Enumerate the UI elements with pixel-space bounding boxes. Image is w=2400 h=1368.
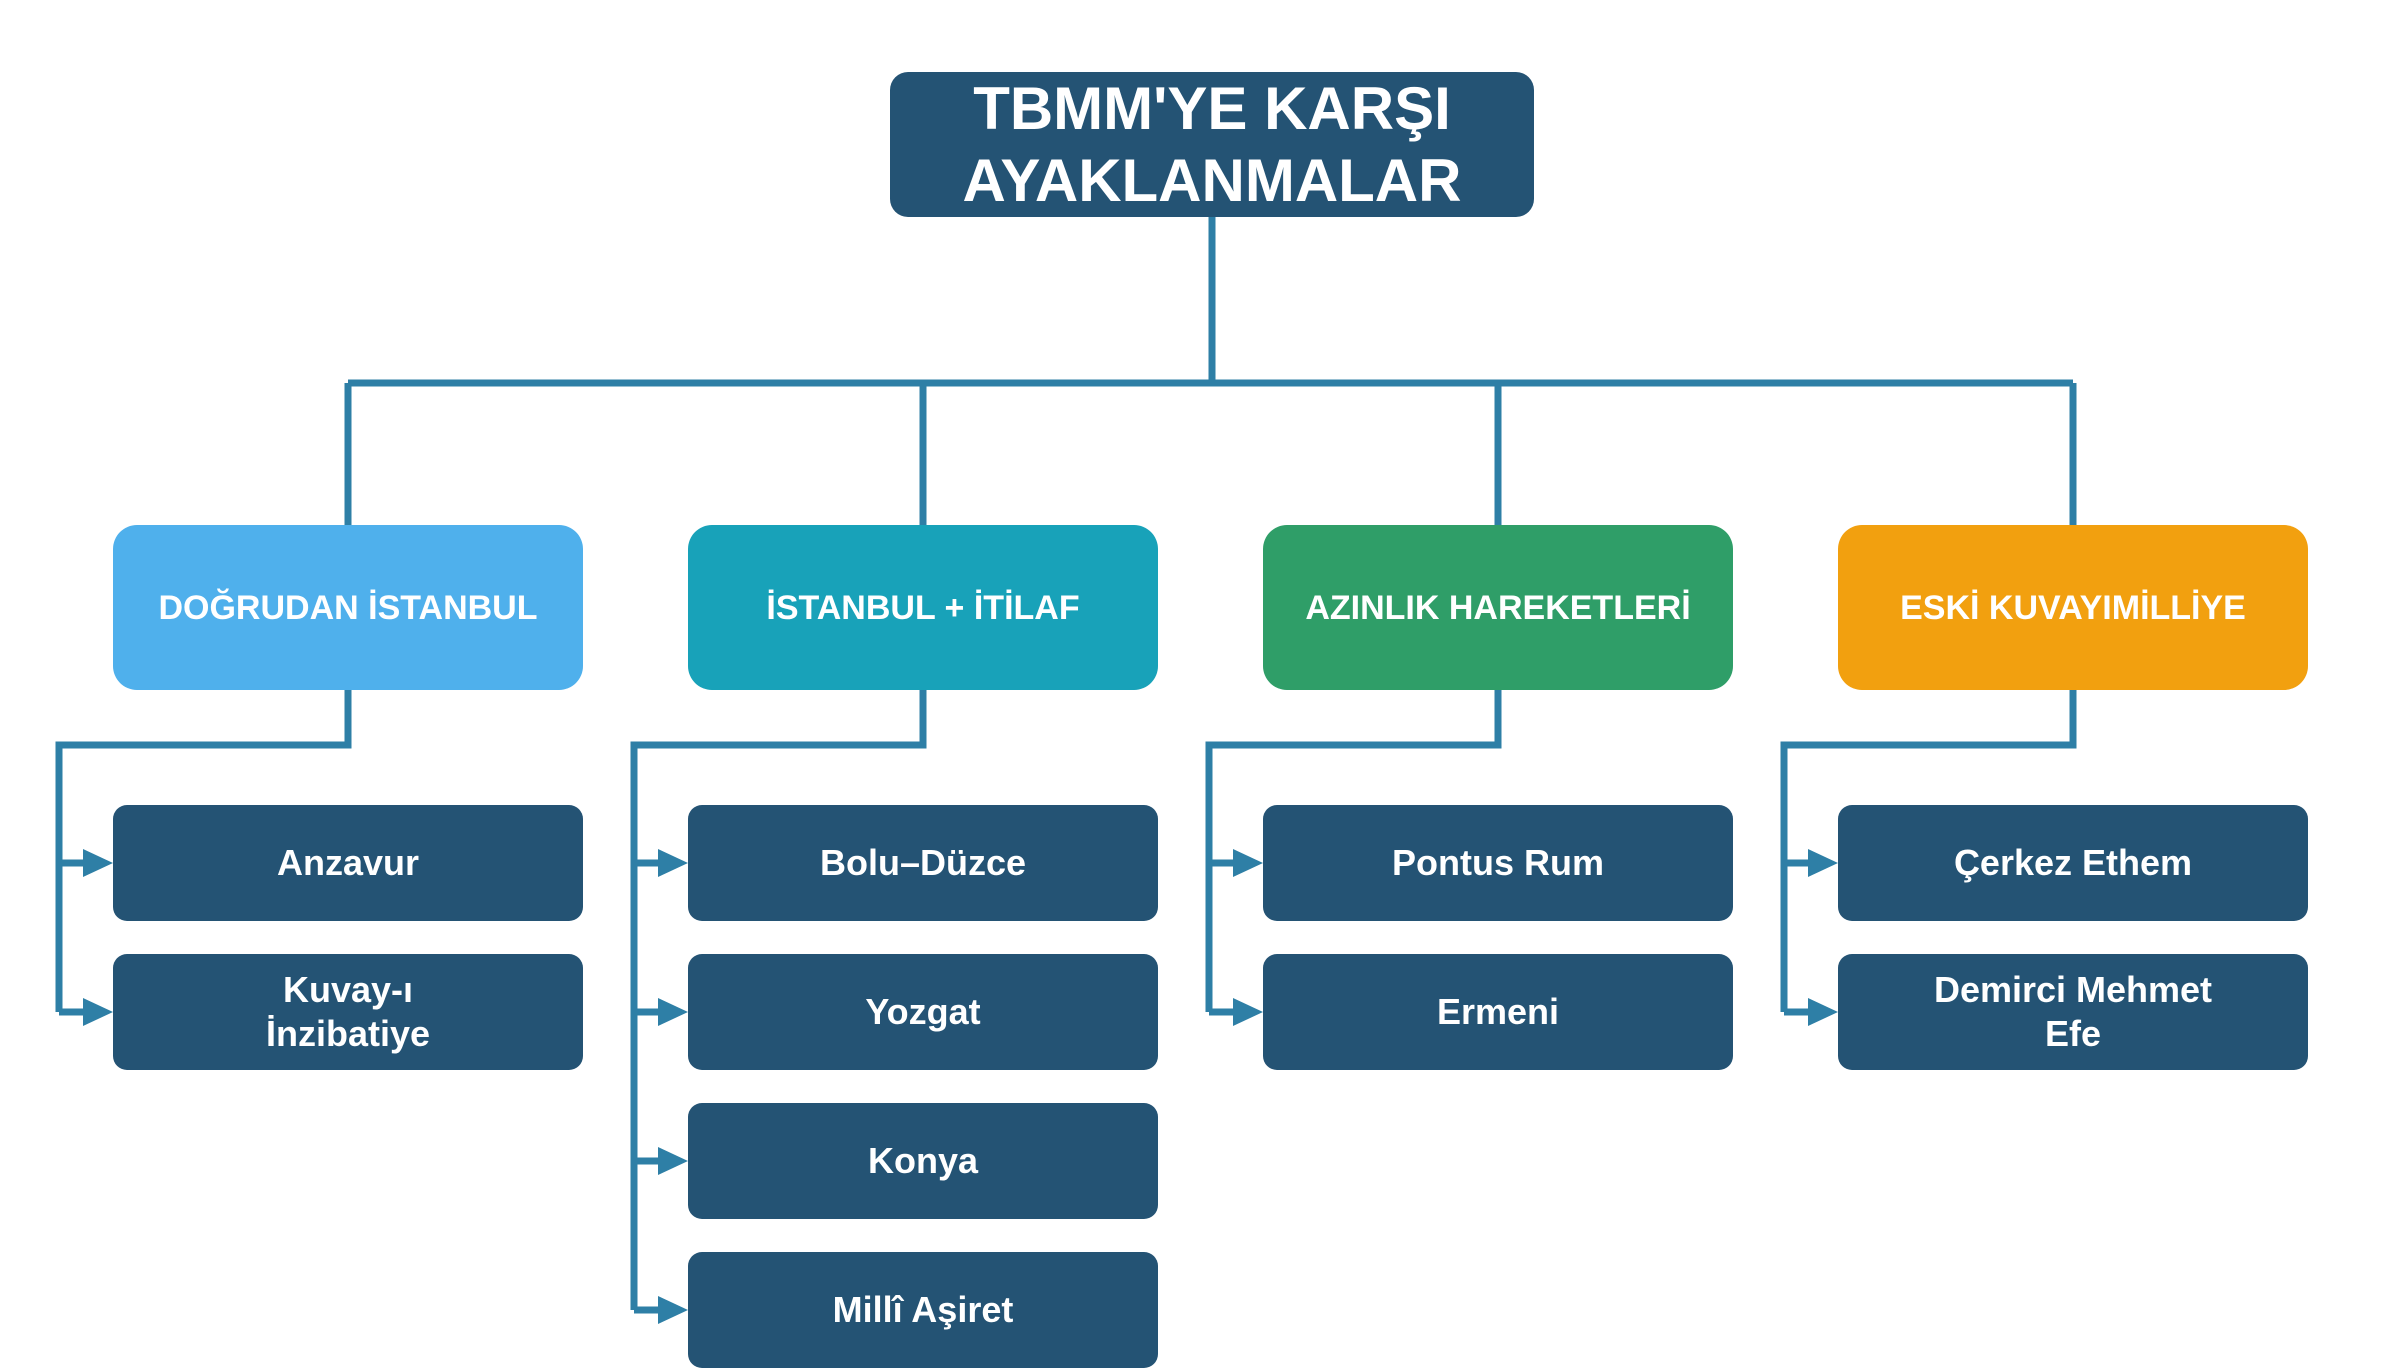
leaf-pontus-rum: Pontus Rum — [1263, 805, 1733, 921]
item-arrow-icon — [83, 849, 113, 877]
item-arrow-icon — [658, 849, 688, 877]
item-arrow-icon — [658, 1147, 688, 1175]
item-rail-line — [630, 690, 927, 1310]
category-former-kuvayimilliye: ESKİ KUVAYIMİLLİYE — [1838, 525, 2308, 690]
category-istanbul-itilaf: İSTANBUL + İTİLAF — [688, 525, 1158, 690]
item-rail-line — [1205, 690, 1502, 1012]
category-direct-istanbul: DOĞRUDAN İSTANBUL — [113, 525, 583, 690]
item-arrow-icon — [658, 1296, 688, 1324]
root-node-title: TBMM'YE KARŞI AYAKLANMALAR — [890, 72, 1534, 217]
item-rail-line — [55, 690, 352, 1012]
leaf-kuvay-i-inzibatiye: Kuvay-ı İnzibatiye — [113, 954, 583, 1070]
item-arrow-icon — [658, 998, 688, 1026]
leaf-ermeni: Ermeni — [1263, 954, 1733, 1070]
item-arrow-icon — [1233, 998, 1263, 1026]
category-minority-movements: AZINLIK HAREKETLERİ — [1263, 525, 1733, 690]
leaf-cerkez-ethem: Çerkez Ethem — [1838, 805, 2308, 921]
item-arrow-icon — [83, 998, 113, 1026]
leaf-yozgat: Yozgat — [688, 954, 1158, 1070]
leaf-milli-asiret: Millî Aşiret — [688, 1252, 1158, 1368]
item-arrow-icon — [1808, 998, 1838, 1026]
leaf-bolu-duzce: Bolu–Düzce — [688, 805, 1158, 921]
leaf-anzavur: Anzavur — [113, 805, 583, 921]
item-rail-line — [1780, 690, 2077, 1012]
leaf-demirci-mehmet-efe: Demirci Mehmet Efe — [1838, 954, 2308, 1070]
item-arrow-icon — [1233, 849, 1263, 877]
item-arrow-icon — [1808, 849, 1838, 877]
leaf-konya: Konya — [688, 1103, 1158, 1219]
